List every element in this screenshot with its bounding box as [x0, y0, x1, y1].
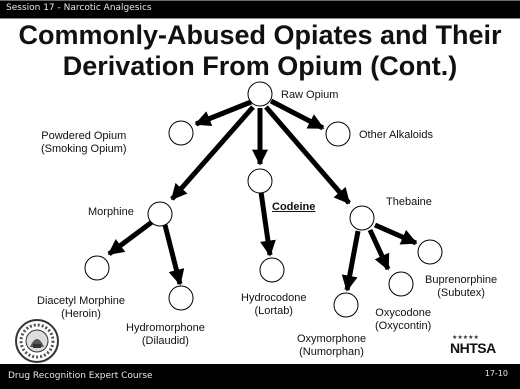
label-hydrocodone-line2: (Lortab): [254, 305, 293, 317]
header-bar: Session 17 - Narcotic Analgesics: [0, 0, 520, 18]
arrow-raw-to-other: [269, 98, 325, 131]
label-hydrocodone-line1: Hydrocodone: [241, 292, 307, 304]
nhtsa-logo-text: NHTSA: [450, 340, 496, 356]
page-number: 17-10: [484, 369, 508, 378]
label-buprenorphine-line2: (Subutex): [437, 287, 485, 299]
slide-title: Commonly-Abused Opiates and Their Deriva…: [18, 20, 502, 81]
label-powdered-opium-line2: (Smoking Opium): [41, 143, 127, 155]
node-diacetyl-morphine: [84, 255, 110, 281]
node-powdered-opium: [168, 120, 194, 146]
node-other-alkaloids: [325, 121, 351, 147]
node-codeine: [247, 168, 273, 194]
dot-seal-logo: [15, 319, 59, 363]
arrow-raw-to-powdered: [194, 99, 252, 127]
label-hydromorphone: Hydromorphone (Dilaudid): [126, 322, 205, 348]
label-codeine: Codeine: [272, 201, 316, 213]
label-morphine: Morphine: [88, 206, 134, 218]
label-oxycodone-line1: Oxycodone: [375, 307, 431, 319]
label-oxymorphone-line1: Oxymorphone: [297, 333, 367, 345]
arrow-codeine-to-hydrocodone: [258, 191, 276, 257]
label-oxymorphone: Oxymorphone (Numorphan): [297, 333, 366, 359]
label-diacetyl-line2: (Heroin): [61, 308, 101, 320]
label-hydromorphone-line1: Hydromorphone: [126, 322, 205, 334]
label-hydromorphone-line2: (Dilaudid): [141, 335, 189, 347]
node-hydrocodone: [259, 257, 285, 283]
session-label: Session 17 - Narcotic Analgesics: [6, 3, 152, 13]
nhtsa-logo: ★★★★★ NHTSA: [448, 334, 508, 362]
arrow-morphine-to-hydromorphone: [162, 224, 185, 286]
label-powdered-opium-line1: Powdered Opium: [41, 130, 127, 142]
node-buprenorphine: [417, 239, 443, 265]
label-oxycodone-line2: (Oxycontin): [375, 320, 432, 332]
arrow-morphine-to-diacetyl: [107, 219, 154, 257]
label-thebaine: Thebaine: [386, 196, 432, 208]
label-other-alkaloids: Other Alkaloids: [359, 129, 433, 141]
label-hydrocodone: Hydrocodone (Lortab): [241, 292, 306, 318]
node-raw-opium: [247, 81, 273, 107]
node-hydromorphone: [168, 285, 194, 311]
arrow-thebaine-to-oxymorphone: [341, 230, 361, 292]
node-morphine: [147, 201, 173, 227]
label-buprenorphine-line1: Buprenorphine: [425, 274, 498, 286]
label-oxymorphone-line2: (Numorphan): [299, 346, 364, 358]
label-oxycodone: Oxycodone (Oxycontin): [375, 307, 431, 333]
stars-icon: ★★★★★: [452, 335, 479, 341]
header-divider: [0, 18, 520, 19]
label-diacetyl-line1: Diacetyl Morphine: [37, 295, 126, 307]
label-diacetyl-morphine: Diacetyl Morphine (Heroin): [37, 295, 125, 321]
footer-bar: Drug Recognition Expert Course 17-10: [0, 364, 520, 389]
node-oxymorphone: [333, 292, 359, 318]
node-oxycodone: [388, 271, 414, 297]
arrow-raw-to-morphine: [170, 105, 255, 201]
arrow-thebaine-to-buprenorphine: [373, 222, 418, 246]
node-thebaine: [349, 205, 375, 231]
label-powdered-opium: Powdered Opium (Smoking Opium): [41, 130, 127, 156]
label-buprenorphine: Buprenorphine (Subutex): [425, 274, 497, 300]
arrow-thebaine-to-oxycodone: [367, 228, 391, 271]
label-raw-opium: Raw Opium: [281, 89, 339, 101]
arrow-raw-to-thebaine: [264, 105, 351, 205]
course-label: Drug Recognition Expert Course: [8, 371, 153, 381]
